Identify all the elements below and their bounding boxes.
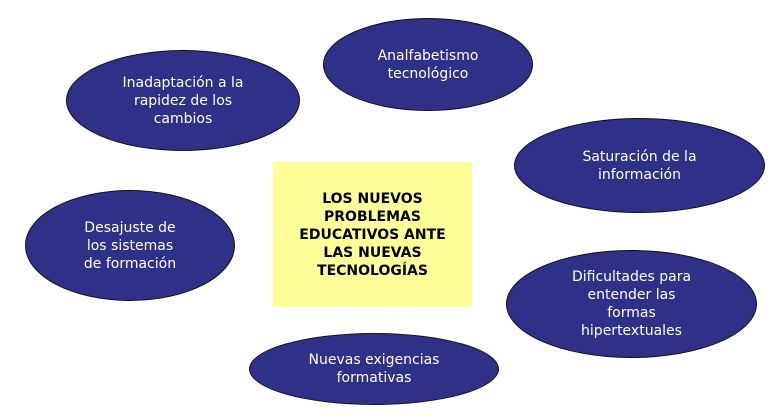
node-label: Saturación de la información xyxy=(582,148,697,183)
node-label: Nuevas exigencias formativas xyxy=(308,352,440,386)
central-topic-title: LOS NUEVOS PROBLEMAS EDUCATIVOS ANTE LAS… xyxy=(299,190,446,279)
node-label: Inadaptación a la rapidez de los cambios xyxy=(122,74,244,127)
node-analfabetismo: Analfabetismo tecnológico xyxy=(323,18,533,111)
node-saturacion: Saturación de la información xyxy=(514,118,765,213)
central-topic-box: LOS NUEVOS PROBLEMAS EDUCATIVOS ANTE LAS… xyxy=(273,162,472,307)
node-label: Dificultades para entender las formas hi… xyxy=(571,269,692,339)
node-nuevas-exigencias: Nuevas exigencias formativas xyxy=(249,333,499,405)
node-label: Analfabetismo tecnológico xyxy=(377,47,479,82)
node-inadaptacion: Inadaptación a la rapidez de los cambios xyxy=(66,50,300,151)
node-desajuste: Desajuste de los sistemas de formación xyxy=(25,190,235,301)
node-label: Desajuste de los sistemas de formación xyxy=(83,219,177,272)
node-dificultades: Dificultades para entender las formas hi… xyxy=(506,250,757,358)
